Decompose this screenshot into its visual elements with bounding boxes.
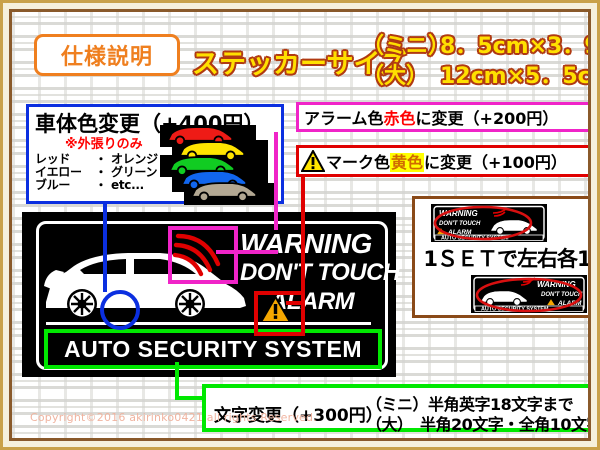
size-tag-big: （大） xyxy=(362,64,429,89)
auto-security-text: AUTO SECURITY SYSTEM xyxy=(64,335,362,362)
mini-sticker-left: WARNING DON'T TOUCH ALARM AUTO SECURITY … xyxy=(431,204,547,242)
copyright-text: Copyright©2016 akirinko0421 all rights R… xyxy=(30,411,317,424)
color-option-right: オレンジ xyxy=(111,152,158,166)
highlight-body-region xyxy=(100,290,140,330)
car-color-swatch-stack xyxy=(154,125,280,205)
main-sticker-preview: WARNING DON'T TOUCH ALARM AUTO SECURITY … xyxy=(22,212,400,377)
svg-text:ALARM: ALARM xyxy=(557,300,582,307)
mark-color-callout: マーク色黄色に変更（+100円） xyxy=(296,145,588,177)
color-option-sep: ・ xyxy=(95,152,107,166)
svg-text:WARNING: WARNING xyxy=(439,209,478,218)
alarm-color-suffix: に変更（+200円） xyxy=(415,109,559,128)
color-option-row: イエロー・グリーン xyxy=(35,163,158,180)
size-value-mini: 8．5cm×3．9cm xyxy=(440,34,588,59)
body-color-callout: 車体色変更（+400円） ※外張りのみ レッド・オレンジ イエロー・グリーン ブ… xyxy=(26,104,284,205)
page-title-label: 仕様説明 xyxy=(60,45,153,70)
car-swatch-etc xyxy=(191,182,258,201)
color-option-sep: ・ xyxy=(95,165,107,179)
connector-body-color-vertical xyxy=(103,202,107,216)
text-change-mini: （ミニ）半角英字18文字まで xyxy=(366,395,574,414)
alarm-color-text: アラーム色赤色に変更（+200円） xyxy=(299,105,558,129)
size-row-mini: （ミニ）8．5cm×3．9cm xyxy=(362,28,588,60)
svg-text:DON'T TOUCH: DON'T TOUCH xyxy=(439,221,481,227)
text-change-label: 文字変更（+300円） xyxy=(214,406,383,426)
connector-alarm-horizontal xyxy=(216,250,278,254)
auto-security-bar: AUTO SECURITY SYSTEM xyxy=(44,329,382,369)
sticker-divider xyxy=(46,322,371,325)
connector-text-change-horizontal xyxy=(175,396,205,400)
highlight-signal-region xyxy=(168,226,238,284)
connector-mark-horizontal xyxy=(286,301,305,305)
connector-text-change-vertical xyxy=(175,362,179,400)
color-option-right: グリーン xyxy=(111,165,158,179)
color-option-left: レッド xyxy=(35,152,71,166)
mark-color-text: マーク色黄色に変更（+100円） xyxy=(326,149,567,173)
size-value-big: 12cm×5．5cm xyxy=(440,64,591,89)
warning-triangle-icon xyxy=(301,150,325,172)
svg-text:WARNING: WARNING xyxy=(537,280,576,289)
mark-color-prefix: マーク色 xyxy=(326,153,391,172)
warning-line-2: DON'T TOUCH xyxy=(240,259,400,286)
svg-text:DON'T TOUCH: DON'T TOUCH xyxy=(541,292,583,298)
color-option-right: etc... xyxy=(111,178,144,192)
warning-line-1: WARNING xyxy=(240,228,372,259)
highlight-triangle-region xyxy=(254,291,305,336)
alarm-color-prefix: アラーム色 xyxy=(304,109,384,128)
sticker-size-label: ステッカーサイズ xyxy=(192,49,407,80)
connector-alarm-vertical xyxy=(274,132,278,230)
text-change-callout: 文字変更（+300円） （ミニ）半角英字18文字まで （大） 半角20文字・全角… xyxy=(202,384,591,434)
color-option-sep: ・ xyxy=(95,178,107,192)
car-swatch-yellow xyxy=(179,141,246,160)
page-title: 仕様説明 xyxy=(34,34,180,76)
alarm-color-word: 赤色 xyxy=(383,109,416,128)
connector-body-color-drop xyxy=(103,212,107,292)
svg-text:ALARM: ALARM xyxy=(447,229,472,236)
size-tag-mini: （ミニ） xyxy=(362,34,451,59)
inner-frame: 仕様説明 ステッカーサイズ （ミニ）8．5cm×3．9cm （大） 12cm×5．… xyxy=(9,9,591,441)
connector-mark-vertical xyxy=(301,177,305,304)
signal-waves-icon xyxy=(172,233,221,277)
color-option-left: ブルー xyxy=(35,178,71,192)
mini-sticker-right: WARNING DON'T TOUCH ALARM AUTO SECURITY … xyxy=(471,275,587,313)
mark-color-word: 黄色 xyxy=(390,153,425,172)
set-preview-callout: WARNING DON'T TOUCH ALARM AUTO SECURITY … xyxy=(412,196,588,318)
color-option-left: イエロー xyxy=(35,165,82,179)
mark-color-suffix: に変更（+100円） xyxy=(424,153,567,172)
alarm-color-callout: アラーム色赤色に変更（+200円） xyxy=(296,102,588,132)
body-color-note: ※外張りのみ xyxy=(65,137,143,152)
color-option-row: レッド ・オレンジ xyxy=(35,150,158,167)
text-change-big: （大） 半角20文字・全角10文字 xyxy=(366,415,591,434)
color-option-row: ブルー ・ etc... xyxy=(35,176,144,193)
size-row-big: （大） 12cm×5．5cm xyxy=(362,58,591,90)
